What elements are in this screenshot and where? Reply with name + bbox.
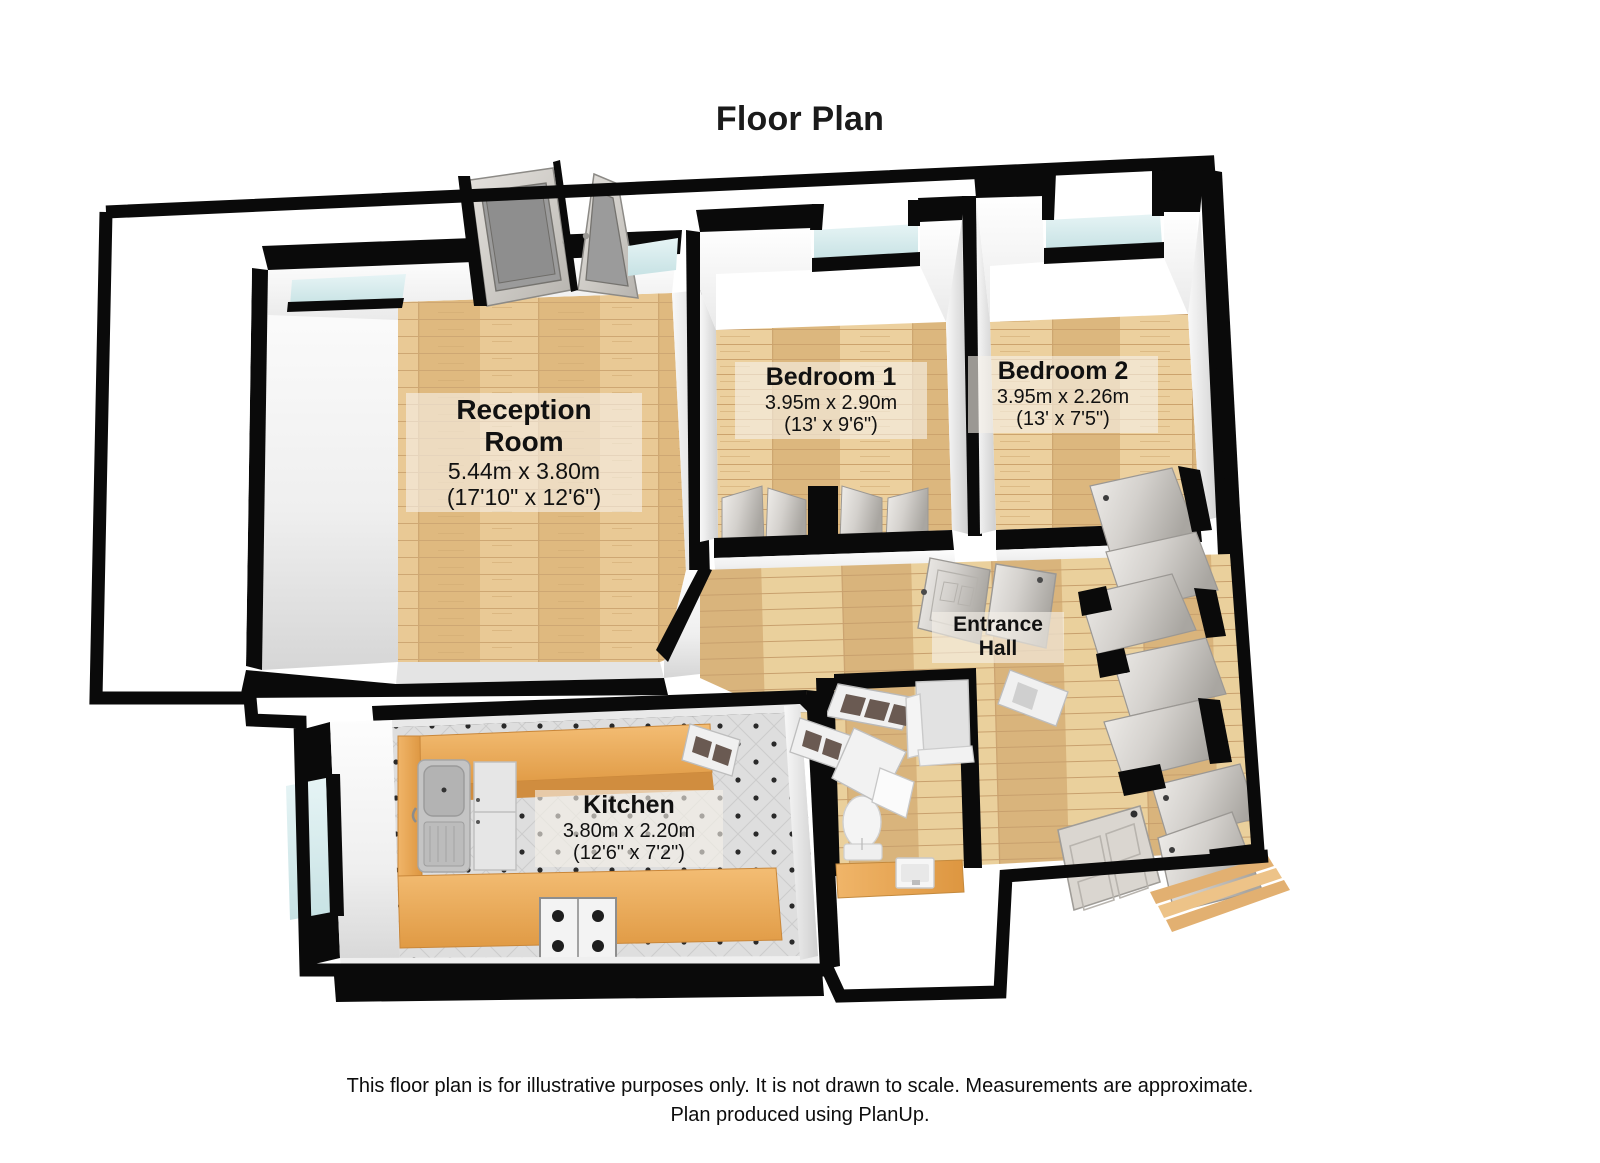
bedroom2-bay-jamb-right [1152, 168, 1166, 216]
bedroom1-bay-glass [814, 224, 918, 260]
wash-basin [835, 857, 965, 899]
kitchen-wall-right-face [784, 704, 818, 960]
bedroom1-wall-top-cap-right [918, 196, 964, 222]
bedroom1-bay-sill [812, 252, 920, 272]
reception-wall-bottom-outline [240, 670, 668, 698]
bedroom1-wall-top-cap-left [696, 204, 814, 232]
producer-text: Plan produced using PlanUp. [670, 1104, 930, 1126]
outer-walls [89, 155, 1269, 1003]
shower-enclosure [905, 679, 975, 767]
bedroom1-wall-bottom [714, 530, 954, 558]
french-doors[interactable] [458, 160, 639, 307]
reception-wall-left [262, 270, 398, 670]
kitchen-wall-bottom [334, 970, 824, 1002]
toilet [842, 795, 883, 861]
hob [539, 897, 617, 965]
floor-plan-svg [89, 155, 1290, 1003]
kitchen-window-frame [326, 774, 344, 916]
reception-wall-bottom [396, 662, 664, 684]
bedroom2-wall-top-cap-right [1162, 168, 1204, 212]
bedroom1-wall-top-right [920, 218, 960, 322]
bedroom1-wardrobe[interactable] [721, 485, 929, 544]
kitchen-door[interactable] [681, 723, 741, 777]
bedroom2-bay-jamb-left [1042, 172, 1056, 220]
kitchen-sink [411, 759, 471, 873]
hall-radiator-2 [997, 669, 1069, 727]
bedroom1-wall-right [946, 220, 968, 534]
hall-wall-west-cap [656, 566, 712, 662]
footer-disclaimer: This floor plan is for illustrative purp… [0, 1072, 1600, 1130]
floor-plan-illustration: Reception Room 5.44m x 3.80m (17'10" x 1… [0, 150, 1600, 1010]
radiator-wc [825, 683, 917, 731]
bedroom2-wall-top-cap-left [974, 172, 1046, 198]
french-door-left-leaf[interactable] [469, 167, 572, 307]
reception-window-glass [290, 274, 406, 306]
fridge [473, 761, 517, 871]
kitchen-wall-left-face [330, 720, 400, 968]
cupboard-door-4[interactable] [1111, 637, 1227, 717]
stairs [1150, 856, 1290, 932]
reception-floor [398, 293, 690, 662]
bedroom2-bay-glass [1046, 214, 1162, 250]
kitchen-wall-top-face [374, 704, 808, 728]
hall-radiator [789, 717, 853, 771]
wc-door[interactable] [831, 727, 915, 819]
bedroom2-wall-top-left [976, 194, 1044, 322]
room-reception-room [102, 216, 712, 698]
reception-wall-right-outline [686, 230, 712, 650]
room-bedroom-1 [696, 196, 982, 578]
bedroom2-bay-sill [1044, 242, 1164, 264]
reception-window-right-glass [628, 238, 678, 276]
reception-wall-left-outer-face [102, 216, 252, 690]
bedroom1-bay-jamb-left [810, 204, 824, 230]
disclaimer-text: This floor plan is for illustrative purp… [346, 1075, 1254, 1097]
french-door-right-leaf[interactable] [577, 172, 639, 299]
bedroom1-wall-top-left [700, 226, 812, 330]
french-door-jamb-outer [458, 176, 487, 306]
page-title: Floor Plan [715, 100, 885, 138]
bedroom1-bay-jamb-right [908, 200, 922, 226]
cupboard-door-3[interactable] [1079, 573, 1197, 655]
bedroom1-wall-left [700, 290, 718, 542]
reception-window-sill [287, 298, 404, 312]
room-kitchen [286, 690, 840, 1002]
reception-wall-left-outline [246, 268, 268, 670]
bedroom2-door[interactable] [985, 563, 1057, 649]
